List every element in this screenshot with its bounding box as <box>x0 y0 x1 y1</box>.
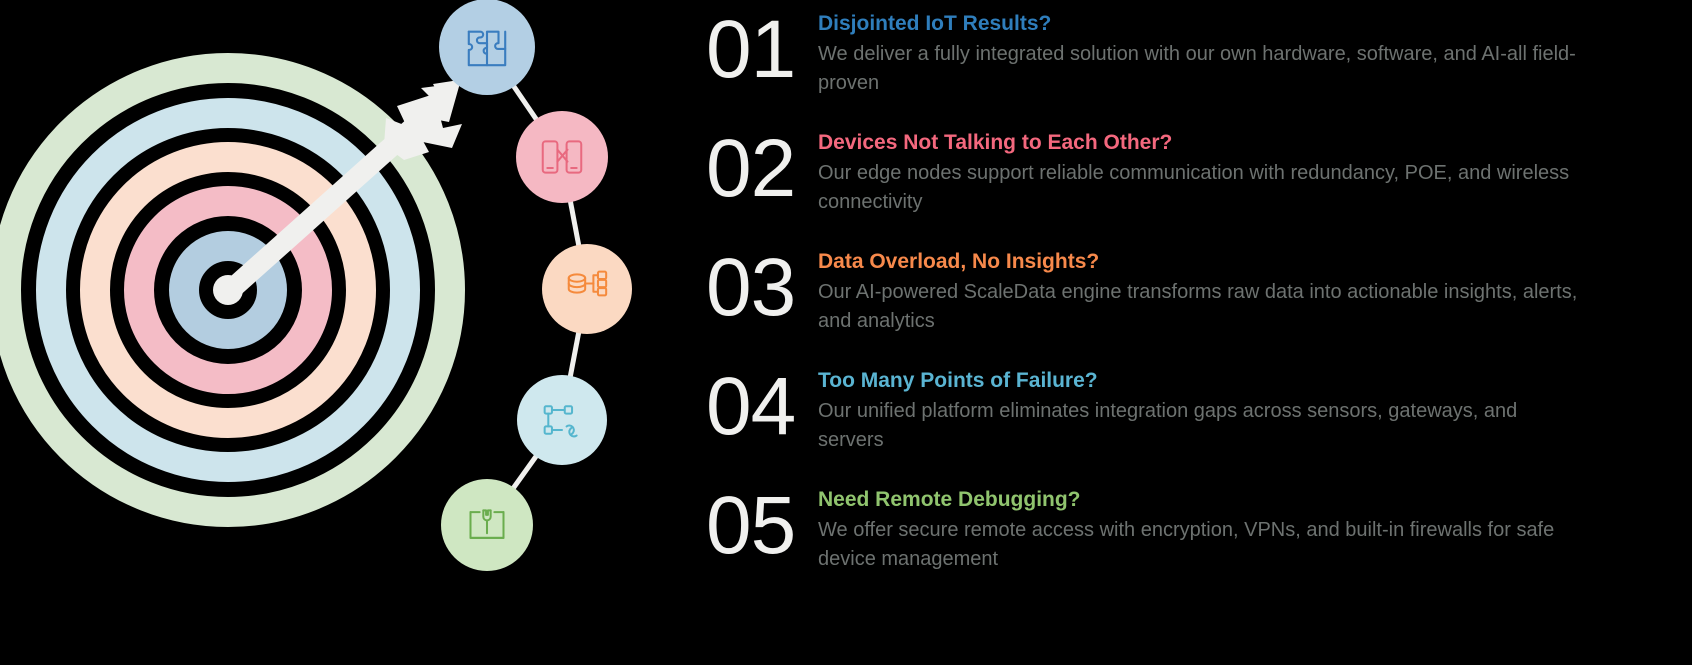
item-heading: Data Overload, No Insights? <box>818 250 1100 273</box>
arrow-shaft <box>222 101 441 299</box>
chain-node-devices-no-signal[interactable] <box>516 111 608 203</box>
chain-node-broken-link-nodes[interactable] <box>517 375 607 465</box>
item-body: We offer secure remote access with encry… <box>818 519 1555 570</box>
target-ring-blue <box>36 98 420 482</box>
icon-chain <box>430 0 640 600</box>
puzzle-piece-icon <box>467 30 507 67</box>
item-body: Our unified platform eliminates integrat… <box>818 400 1518 451</box>
problem-solution-list: 01 Disjointed IoT Results? We deliver a … <box>700 0 1692 665</box>
item-number: 04 <box>706 361 796 452</box>
item-text-block: Need Remote Debugging? We offer secure r… <box>818 478 1692 574</box>
devices-no-signal-icon <box>541 140 583 174</box>
arrow-fletching-lower <box>384 118 429 160</box>
database-network-icon <box>567 270 608 297</box>
bullseye-target-graphic <box>0 53 465 527</box>
arrow <box>222 80 462 299</box>
target-ring-pink <box>124 186 332 394</box>
item-heading: Devices Not Talking to Each Other? <box>818 131 1173 154</box>
item-text-block: Data Overload, No Insights? Our AI-power… <box>818 240 1692 336</box>
item-number: 03 <box>706 242 796 333</box>
item-number: 01 <box>706 4 796 95</box>
list-item: 04 Too Many Points of Failure? Our unifi… <box>700 359 1692 478</box>
wrench-tools-icon <box>469 509 505 539</box>
list-item: 02 Devices Not Talking to Each Other? Ou… <box>700 121 1692 240</box>
item-body: Our AI-powered ScaleData engine transfor… <box>818 281 1578 332</box>
item-text-block: Disjointed IoT Results? We deliver a ful… <box>818 2 1692 98</box>
list-item: 03 Data Overload, No Insights? Our AI-po… <box>700 240 1692 359</box>
item-heading: Disjointed IoT Results? <box>818 12 1052 35</box>
target-rings <box>0 53 465 527</box>
list-item: 01 Disjointed IoT Results? We deliver a … <box>700 2 1692 121</box>
chain-node-database-network[interactable] <box>542 244 632 334</box>
item-number: 05 <box>706 480 796 571</box>
item-heading: Need Remote Debugging? <box>818 488 1081 511</box>
item-text-block: Devices Not Talking to Each Other? Our e… <box>818 121 1692 217</box>
target-ring-center-blue <box>169 231 287 349</box>
chain-node-wrench-tools[interactable] <box>441 479 533 571</box>
item-heading: Too Many Points of Failure? <box>818 369 1098 392</box>
target-ring-outer-green <box>0 53 465 527</box>
list-item: 05 Need Remote Debugging? We offer secur… <box>700 478 1692 597</box>
item-body: Our edge nodes support reliable communic… <box>818 162 1570 213</box>
broken-link-nodes-icon <box>543 405 578 438</box>
item-body: We deliver a fully integrated solution w… <box>818 43 1576 94</box>
chain-node-puzzle[interactable] <box>439 0 535 95</box>
arrow-nock <box>433 80 459 103</box>
item-text-block: Too Many Points of Failure? Our unified … <box>818 359 1692 455</box>
item-number: 02 <box>706 123 796 214</box>
target-ring-peach <box>80 142 376 438</box>
